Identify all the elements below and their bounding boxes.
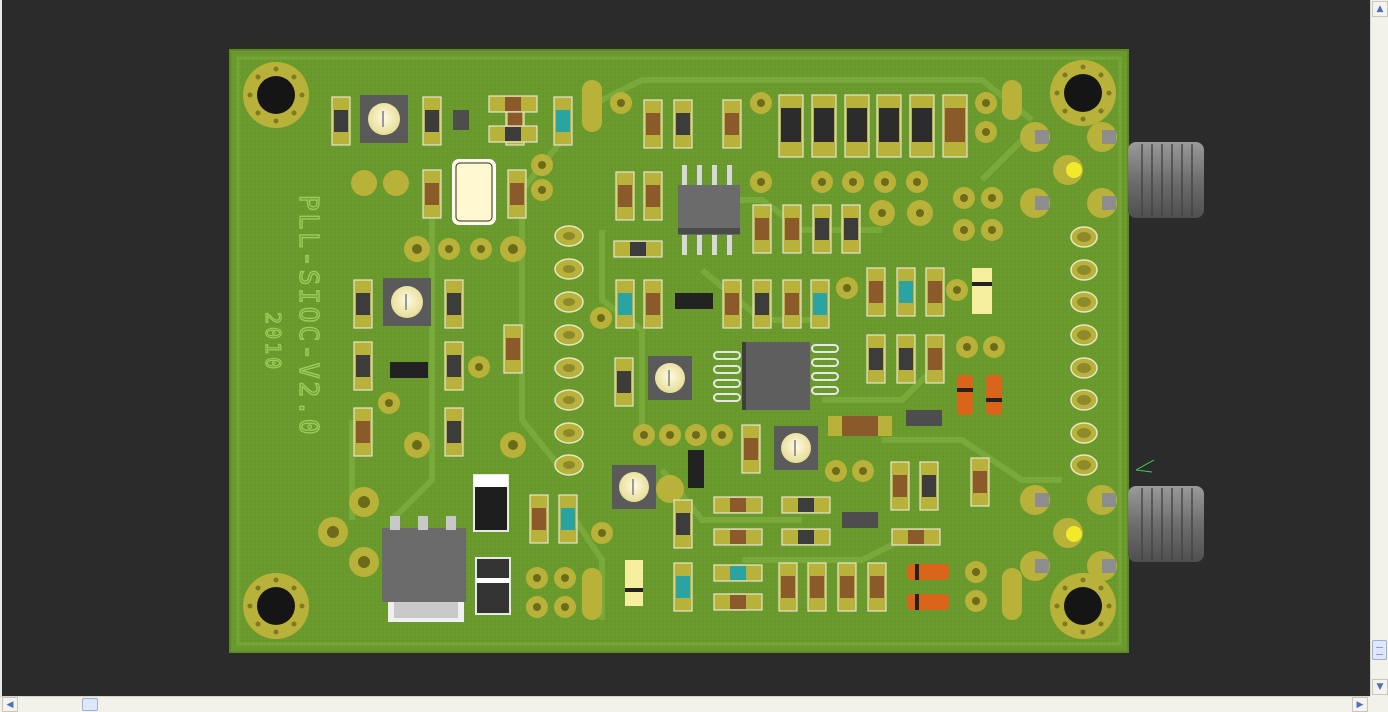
tantalum-caps [473, 474, 511, 615]
scrollbar-corner [1370, 696, 1388, 712]
smd-part [643, 99, 663, 149]
smd-part [876, 94, 902, 158]
smd-part [844, 94, 870, 158]
pcb-board [229, 49, 1129, 653]
smd-part [896, 334, 916, 384]
mounting-holes [243, 60, 1116, 639]
smd-part [353, 407, 373, 457]
svg-text:2010: 2010 [261, 312, 285, 372]
smd-part [837, 562, 857, 612]
smd-part [942, 94, 968, 158]
smd-part [909, 94, 935, 158]
smd-part [615, 171, 635, 221]
smd-part [867, 562, 887, 612]
sot-parts [390, 110, 942, 528]
smd-part [741, 424, 761, 474]
smd-part [781, 496, 831, 514]
smd-part [488, 125, 538, 143]
smd-part [713, 593, 763, 611]
smd-part [925, 334, 945, 384]
smd-part [782, 204, 802, 254]
smd-part [673, 499, 693, 549]
smd-part [422, 169, 442, 219]
horizontal-scrollbar[interactable]: ◀ ▶ [0, 696, 1370, 712]
smd-part [807, 562, 827, 612]
smd-part [841, 204, 861, 254]
yellow-parts [625, 268, 992, 606]
sma-connector-bottom [1128, 486, 1204, 562]
ic-u2 [713, 342, 839, 410]
vertical-scrollbar[interactable]: ▲ ▼ [1370, 0, 1388, 696]
chevron-left-icon[interactable]: ◀ [2, 697, 18, 712]
smd-part [673, 562, 693, 612]
smd-part [890, 461, 910, 511]
smd-part [444, 341, 464, 391]
smd-part [925, 267, 945, 317]
smd-part [444, 279, 464, 329]
smd-part [488, 95, 538, 113]
diodes [907, 375, 1002, 610]
smd-part [810, 279, 830, 329]
smd-part [713, 496, 763, 514]
smd-part [919, 461, 939, 511]
smd-part [713, 564, 763, 582]
smd-part [970, 457, 990, 507]
smd-part [529, 494, 549, 544]
smd-part [713, 528, 763, 546]
silkscreen-title: PLL-SIOC-V2.0 [292, 194, 323, 438]
trimmer-pots [360, 95, 818, 509]
vertical-scroll-thumb[interactable] [1372, 640, 1387, 660]
smd-part [781, 528, 831, 546]
smd-components [331, 94, 990, 612]
ic-u1 [678, 165, 740, 255]
smd-part [722, 99, 742, 149]
chevron-right-icon[interactable]: ▶ [1352, 697, 1368, 712]
smd-part [673, 99, 693, 149]
horizontal-scroll-thumb[interactable] [82, 698, 98, 711]
smd-part [614, 357, 634, 407]
chevron-down-icon[interactable]: ▼ [1372, 679, 1388, 695]
smd-part [553, 96, 573, 146]
smd-part [866, 267, 886, 317]
resistor-horizontal [828, 416, 892, 436]
pcb-3d-viewport[interactable]: PLL-SIOC-V2.0 2010 [0, 0, 1370, 696]
center-header-pads [554, 225, 584, 476]
sma-connector-top [1128, 142, 1204, 218]
svg-text:PLL-SIOC-V2.0: PLL-SIOC-V2.0 [293, 195, 323, 438]
smd-part [891, 528, 941, 546]
cursor-marker [1135, 459, 1155, 473]
smd-part [613, 240, 663, 258]
smd-part [811, 94, 837, 158]
smd-part [615, 279, 635, 329]
smd-part [722, 279, 742, 329]
smd-part [643, 279, 663, 329]
smd-part [331, 96, 351, 146]
regulator [382, 516, 466, 622]
smd-part [752, 279, 772, 329]
chevron-up-icon[interactable]: ▲ [1372, 1, 1388, 17]
smd-part [778, 562, 798, 612]
pcb-board-render: PLL-SIOC-V2.0 2010 [229, 49, 1204, 653]
smd-part [896, 267, 916, 317]
smd-part [422, 96, 442, 146]
smd-part [866, 334, 886, 384]
smd-part [507, 169, 527, 219]
header-pads [1070, 226, 1098, 476]
smd-part [353, 279, 373, 329]
smd-part [444, 407, 464, 457]
smd-part [503, 324, 523, 374]
smd-part [752, 204, 772, 254]
smd-part [643, 171, 663, 221]
crystal [452, 159, 496, 225]
silkscreen-date: 2010 [260, 311, 285, 372]
smd-part [778, 94, 804, 158]
smd-part [782, 279, 802, 329]
smd-part [812, 204, 832, 254]
smd-part [558, 494, 578, 544]
smd-part [353, 341, 373, 391]
